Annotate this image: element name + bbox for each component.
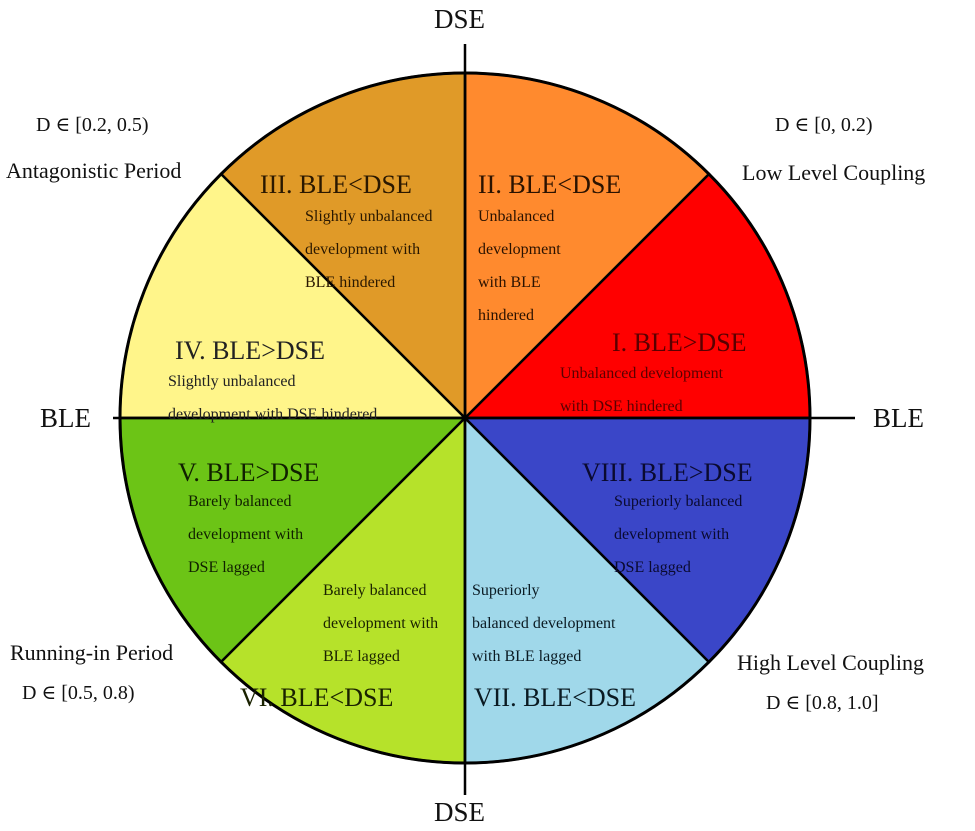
sector-desc-line: Slightly unbalanced (305, 208, 433, 225)
axis-label-left: BLE (40, 403, 91, 433)
period-bottom-right: High Level Coupling (737, 650, 924, 675)
range-top-left: D ∈ [0.2, 0.5) (36, 114, 149, 136)
sector-desc-line: BLE hindered (305, 274, 395, 291)
axis-label-top: DSE (434, 4, 486, 34)
sector-desc-line: Superiorly balanced (614, 493, 742, 510)
sector-title-ii: II. BLE<DSE (478, 170, 621, 199)
sector-desc-line: Barely balanced (323, 582, 427, 599)
range-bottom-right: D ∈ [0.8, 1.0] (766, 692, 879, 714)
sector-desc-line: Unbalanced (478, 208, 554, 225)
sectors (118, 71, 812, 765)
sector-title-vi: VI. BLE<DSE (240, 683, 393, 712)
sector-title-i: I. BLE>DSE (612, 328, 747, 357)
range-top-right: D ∈ [0, 0.2) (775, 114, 873, 136)
sector-desc-line: with DSE hindered (560, 398, 683, 415)
sector-desc-line: with BLE lagged (472, 648, 581, 665)
sector-desc-line: development with DSE hindered (168, 406, 377, 423)
sector-desc-line: balanced development (472, 615, 616, 632)
sector-desc-line: Unbalanced development (560, 365, 724, 382)
axis-label-bottom: DSE (434, 797, 486, 827)
sector-desc-line: DSE lagged (188, 559, 265, 576)
sector-desc-line: with BLE (478, 274, 541, 291)
period-top-right: Low Level Coupling (742, 160, 926, 185)
sector-desc-line: Slightly unbalanced (168, 373, 296, 390)
sector-desc-line: development (478, 241, 561, 258)
sector-title-viii: VIII. BLE>DSE (582, 458, 753, 487)
sector-desc-line: BLE lagged (323, 648, 400, 665)
sector-desc-line: Superiorly (472, 582, 540, 599)
sector-desc-line: development with (323, 615, 438, 632)
sector-title-vii: VII. BLE<DSE (474, 683, 636, 712)
sector-desc-line: DSE lagged (614, 559, 691, 576)
sector-desc-line: development with (614, 526, 729, 543)
period-top-left: Antagonistic Period (6, 158, 182, 183)
sector-title-v: V. BLE>DSE (178, 458, 319, 487)
sector-desc-line: development with (305, 241, 420, 258)
axis-label-right: BLE (873, 403, 924, 433)
sector-desc-line: hindered (478, 307, 534, 324)
sector-texts: I. BLE>DSE Unbalanced development with DSE… (168, 170, 753, 712)
range-bottom-left: D ∈ [0.5, 0.8) (22, 682, 135, 704)
sector-desc-line: Barely balanced (188, 493, 292, 510)
sector-desc-line: development with (188, 526, 303, 543)
sector-title-iii: III. BLE<DSE (260, 170, 412, 199)
period-bottom-left: Running-in Period (10, 640, 174, 665)
sector-title-iv: IV. BLE>DSE (175, 336, 325, 365)
